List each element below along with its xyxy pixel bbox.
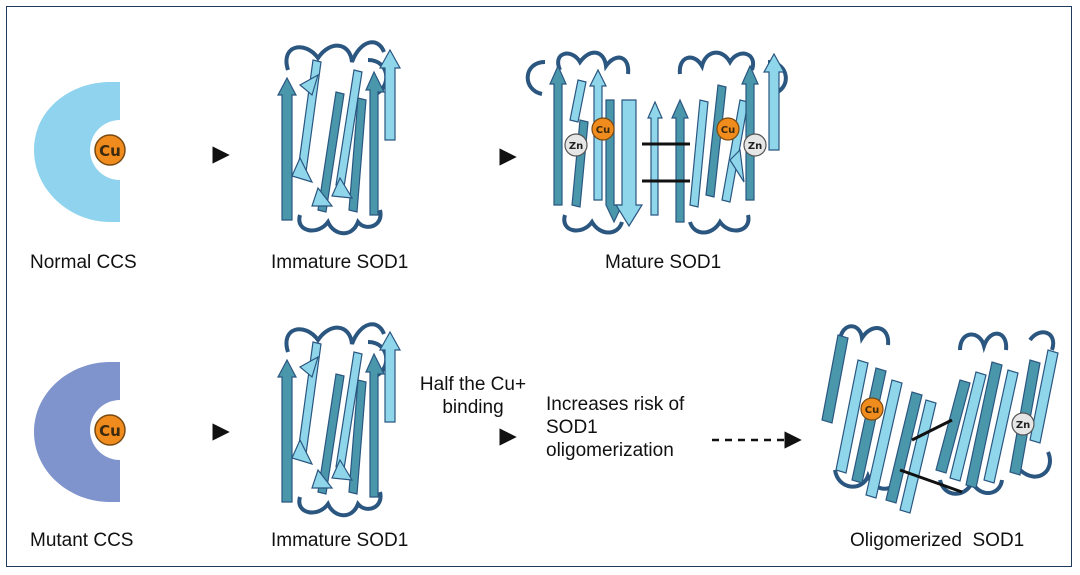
immature-sod1-top-label: Immature SOD1 bbox=[271, 252, 409, 273]
half-binding-line-2: binding bbox=[442, 397, 504, 418]
copper-ion-label: Cu bbox=[99, 422, 121, 440]
normal-ccs-label: Normal CCS bbox=[30, 252, 137, 273]
immature-sod1-bottom-label: Immature SOD1 bbox=[271, 530, 409, 551]
half-binding-note: Half the Cu+ binding bbox=[418, 373, 528, 419]
zinc-ion-oligomer: Zn bbox=[1011, 412, 1035, 436]
copper-ion-label: Cu bbox=[865, 405, 879, 416]
immature-sod1-top-structure bbox=[277, 40, 402, 236]
zinc-ion-label: Zn bbox=[569, 141, 583, 152]
risk-line-3: oligomerization bbox=[546, 440, 674, 461]
half-binding-line-1: Half the Cu+ bbox=[419, 374, 527, 395]
copper-ion-mature-left: Cu bbox=[591, 117, 615, 141]
mature-sod1-structure bbox=[525, 50, 788, 235]
mutant-ccs-shape bbox=[34, 362, 120, 502]
risk-line-1: Increases risk of bbox=[546, 394, 685, 415]
risk-note: Increases risk of SOD1 oligomerization bbox=[546, 393, 684, 462]
copper-ion-oligomer: Cu bbox=[860, 397, 884, 421]
zinc-ion-label: Zn bbox=[1016, 420, 1030, 431]
oligomerized-sod1-label: Oligomerized SOD1 bbox=[850, 530, 1025, 551]
zinc-ion-label: Zn bbox=[748, 141, 762, 152]
figure-frame bbox=[6, 6, 1072, 567]
mutant-ccs-label: Mutant CCS bbox=[30, 530, 134, 551]
normal-ccs-shape bbox=[34, 82, 120, 222]
copper-ion-normal-ccs: Cu bbox=[94, 134, 126, 166]
oligomerized-sod1-structure bbox=[821, 324, 1059, 514]
zinc-ion-mature-right: Zn bbox=[743, 133, 767, 157]
copper-ion-label: Cu bbox=[596, 125, 610, 136]
immature-sod1-bottom-structure bbox=[277, 322, 402, 518]
risk-line-2: SOD1 bbox=[546, 417, 598, 438]
copper-ion-mature-right: Cu bbox=[716, 117, 740, 141]
copper-ion-label: Cu bbox=[721, 125, 735, 136]
copper-ion-mutant-ccs: Cu bbox=[94, 414, 126, 446]
mature-sod1-label: Mature SOD1 bbox=[605, 252, 722, 273]
copper-ion-label: Cu bbox=[99, 142, 121, 160]
zinc-ion-mature-left: Zn bbox=[564, 133, 588, 157]
